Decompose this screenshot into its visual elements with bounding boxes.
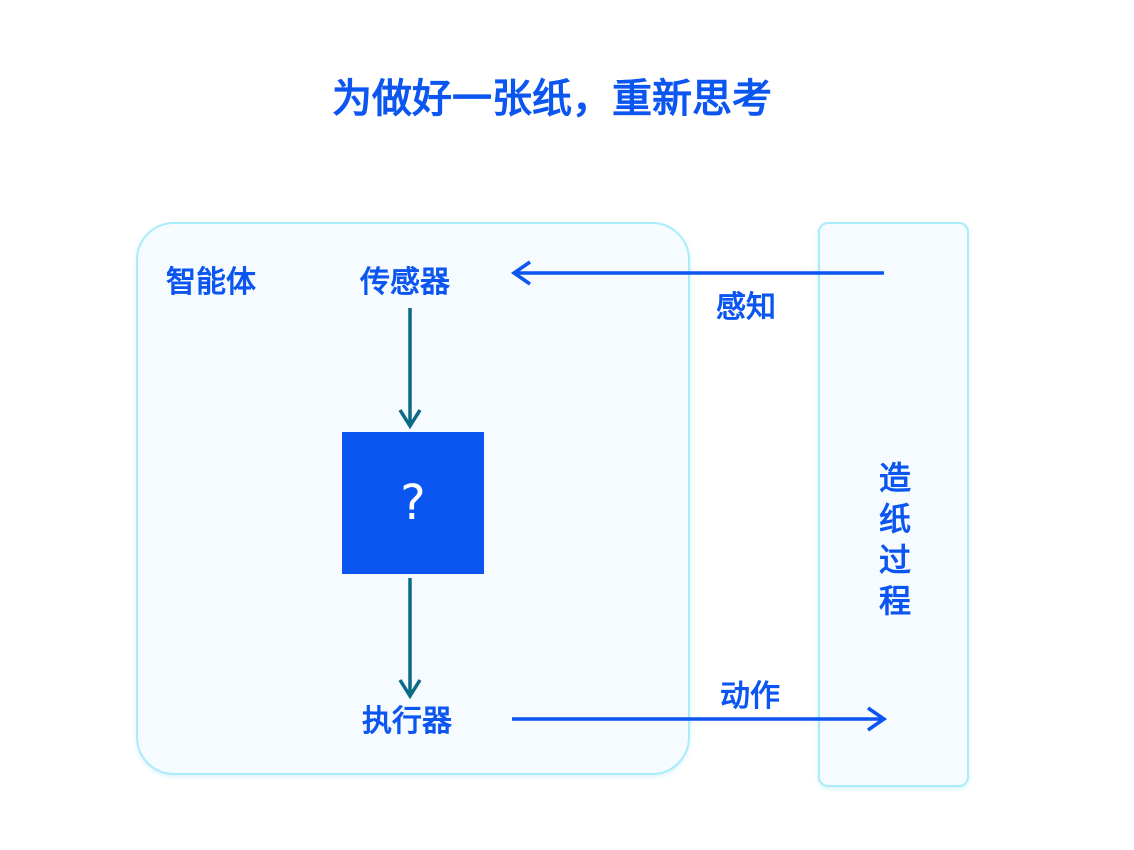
action-label: 动作 [720,679,780,714]
perception-label: 感知 [716,290,776,325]
action-arrow [512,706,888,732]
unknown-controller-box: ? [342,432,484,574]
sensor-to-controller-arrow [398,308,422,430]
controller-to-actuator-arrow [398,578,422,700]
sensor-label: 传感器 [360,265,450,300]
page-title: 为做好一张纸，重新思考 [332,76,772,122]
agent-label: 智能体 [166,265,256,300]
papermaking-process-label: 造纸过程 [878,459,911,620]
question-mark: ? [400,475,426,531]
actuator-label: 执行器 [362,704,452,739]
perception-arrow [510,260,884,286]
papermaking-process-container [818,222,969,787]
